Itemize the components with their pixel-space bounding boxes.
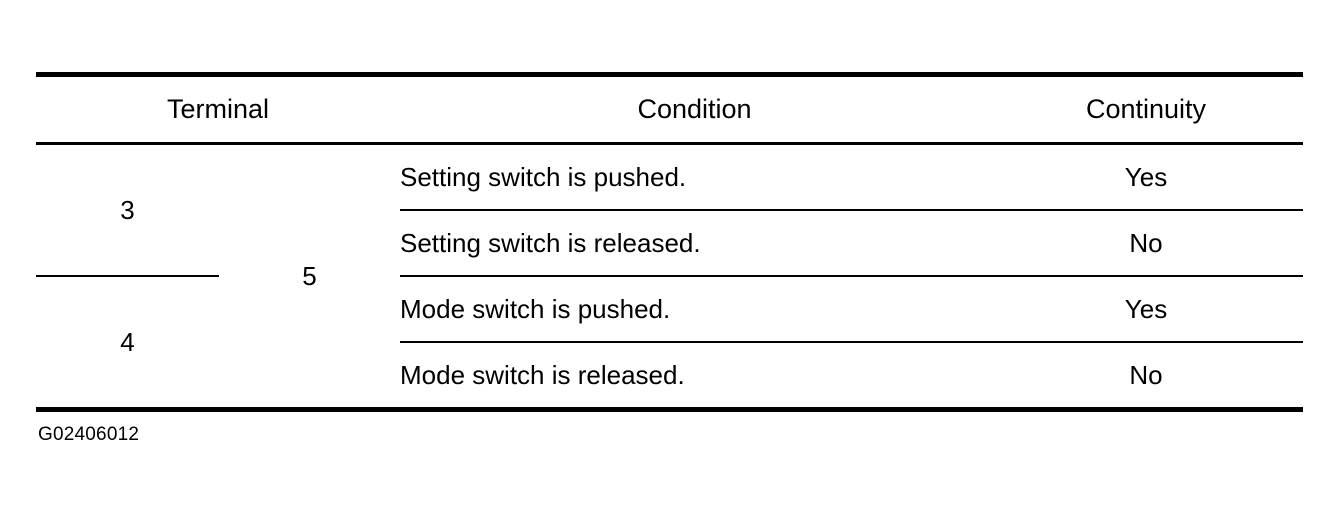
table-row: Mode switch is released. No [36,342,1303,410]
cell-continuity: Yes [989,143,1303,211]
column-header-terminal: Terminal [36,74,400,145]
continuity-table-container: Terminal Condition Continuity 3 5 Settin… [36,72,1303,412]
table-row: 3 5 Setting switch is pushed. Yes [36,143,1303,410]
table-row: 4 Mode switch is pushed. Yes [36,276,1303,410]
cell-continuity: Yes [989,276,1303,343]
column-header-condition: Condition [400,74,989,145]
table-header-row: Terminal Condition Continuity [36,74,1303,145]
cell-condition: Mode switch is released. [400,342,989,410]
cell-continuity: No [989,342,1303,410]
terminal-continuity-table: Terminal Condition Continuity 3 5 Settin… [36,72,1303,412]
table-row: Setting switch is released. No [36,210,1303,277]
figure-caption: G02406012 [38,424,140,445]
cell-terminal-number: 3 [36,143,219,277]
cell-condition: Setting switch is released. [400,210,989,277]
cell-condition: Mode switch is pushed. [400,276,989,343]
cell-terminal-number: 4 [36,276,219,410]
cell-terminal-common: 5 [219,143,400,410]
cell-condition: Setting switch is pushed. [400,143,989,211]
column-header-continuity: Continuity [989,74,1303,145]
cell-continuity: No [989,210,1303,277]
